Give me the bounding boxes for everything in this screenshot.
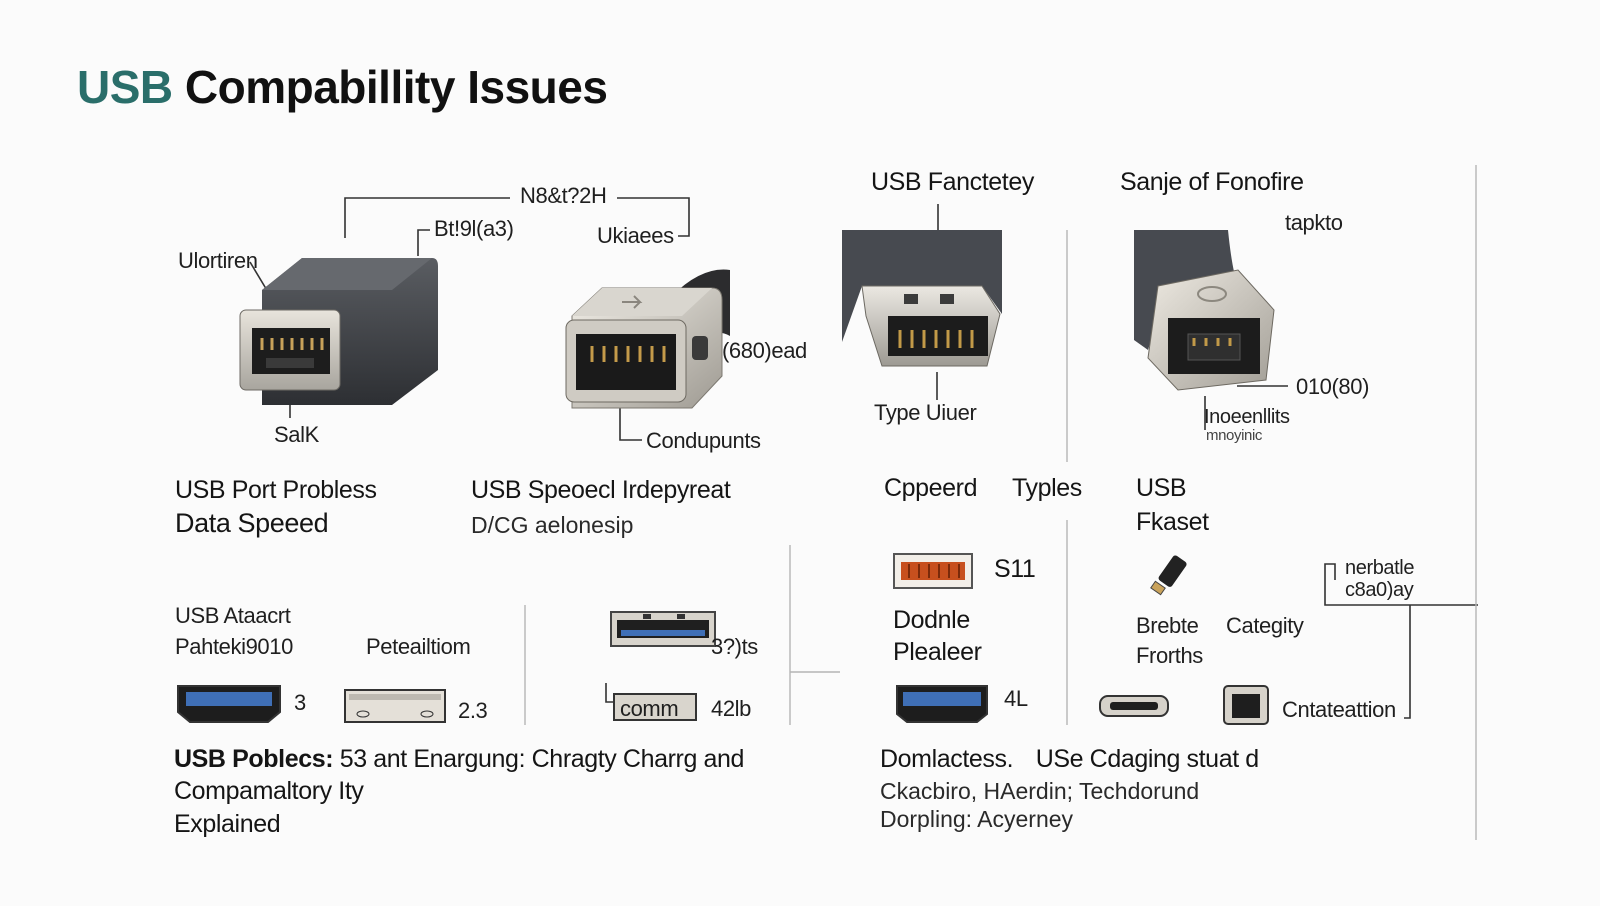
mini-port-icon [1099, 695, 1169, 717]
footer-right-line1-bold: Domlactess. [880, 745, 1014, 773]
footer-left-line1-rest: 53 ant Enargung: Chragty Charrg and [339, 745, 745, 773]
label-brebte: Brebte [1136, 613, 1199, 638]
heading-data-speed: Data Speeed [175, 508, 329, 538]
label-peteailtiom: Peteailtiom [366, 634, 471, 659]
footer-left-line2: Compamaltory Ity [174, 777, 364, 805]
label-n23: 2.3 [458, 698, 488, 723]
callout-bt: Bt!9l(a3) [434, 216, 514, 241]
heading-types: Typles [1012, 474, 1082, 502]
label-dodnle: Dodnle [893, 606, 970, 634]
label-s11: S11 [994, 555, 1036, 583]
callout-010: 010(80) [1296, 374, 1370, 399]
footer-left-line1-bold: USB Poblecs: [174, 745, 334, 773]
callout-usb-fanctetey: USB Fanctetey [871, 168, 1034, 196]
heading-speed-independent: USB Speoecl Irdepyreat [471, 476, 731, 504]
label-c8a0ay: c8a0)ay [1345, 579, 1414, 601]
callout-inoeenllits-sub: mnoyinic [1206, 427, 1262, 444]
usb-a-plug-image-3 [842, 230, 1002, 367]
leader-conduprints [619, 405, 642, 441]
callout-tapkto: tapkto [1285, 210, 1343, 235]
leader-bt [417, 229, 430, 256]
label-v42lb: 42lb [711, 696, 751, 721]
usb-plug-image-2 [565, 269, 730, 409]
footer-left-line3: Explained [174, 810, 281, 838]
callout-ukiaees: Ukiaees [597, 223, 674, 248]
label-comm: comm [620, 696, 679, 721]
heading-fkaset: Fkaset [1136, 508, 1209, 536]
usb-b-port-icon [1223, 685, 1269, 725]
label-n3: 3 [294, 690, 306, 715]
label-cntateattion: Cntateattion [1282, 697, 1396, 722]
label-pahteki: Pahteki9010 [175, 634, 293, 659]
label-v4l: 4L [1004, 686, 1028, 711]
label-nerbatle: nerbatle [1345, 557, 1415, 579]
footer-right-line1-rest: USe Cdaging stuat d [1035, 745, 1260, 773]
footer-right-line3: Dorpling: Acyerney [880, 806, 1074, 832]
footer-right-line2: Ckacbiro, HAerdin; Techdorund [880, 778, 1200, 804]
leader-comm [605, 683, 614, 703]
blue-port-icon-1 [177, 685, 281, 723]
page-title: USB Compabillity Issues [77, 60, 608, 114]
callout-type-uiuer: Type Uiuer [874, 400, 977, 425]
leader-ulortiren [249, 261, 269, 293]
heading-usb: USB [1136, 474, 1187, 502]
label-v3tb: 3?)ts [711, 634, 758, 659]
usb-b-plug-image-4 [1134, 230, 1275, 391]
usb-mini-cable-icon [1150, 555, 1187, 596]
callout-sanje: Sanje of Fonofire [1120, 168, 1304, 196]
usb-a-connector-icon [610, 611, 716, 647]
callout-conduprints: Condupunts [646, 428, 761, 453]
heading-cppeerd: Cppeerd [884, 474, 978, 502]
comm-port-icon [613, 693, 697, 721]
label-plealeer: Plealeer [893, 638, 982, 666]
heading-port-problems: USB Port Probless [175, 476, 377, 504]
silver-port-icon [344, 689, 446, 723]
callout-ulortiren: Ulortiren [178, 248, 258, 273]
orange-port-icon [893, 553, 973, 589]
leader-top-right [617, 197, 690, 237]
callout-inoeenllits: Inoeenllits [1204, 406, 1290, 428]
title-accent: USB [77, 61, 173, 113]
callout-salk: SalK [274, 422, 319, 447]
usb-adapter-image-1 [239, 258, 438, 405]
leader-cntateattion [1404, 605, 1411, 719]
leader-nerbatle [1324, 563, 1478, 606]
leader-top-left [344, 197, 510, 238]
callout-680: (680)ead [722, 338, 807, 363]
label-usb-ataart: USB Ataacrt [175, 603, 291, 628]
callout-top-center: N8&t?2H [520, 183, 607, 208]
label-categity: Categity [1226, 613, 1304, 638]
title-rest: Compabillity Issues [184, 61, 608, 113]
blue-port-icon-2 [896, 685, 988, 723]
footer-right-line1: Domlactess. USe Cdaging stuat d [880, 745, 1259, 774]
subheading-dcg: D/CG aelonesip [471, 512, 634, 538]
footer-left-line1: USB Poblecs: 53 ant Enargung: Chragty Ch… [174, 745, 744, 774]
label-frorths: Frorths [1136, 643, 1203, 668]
